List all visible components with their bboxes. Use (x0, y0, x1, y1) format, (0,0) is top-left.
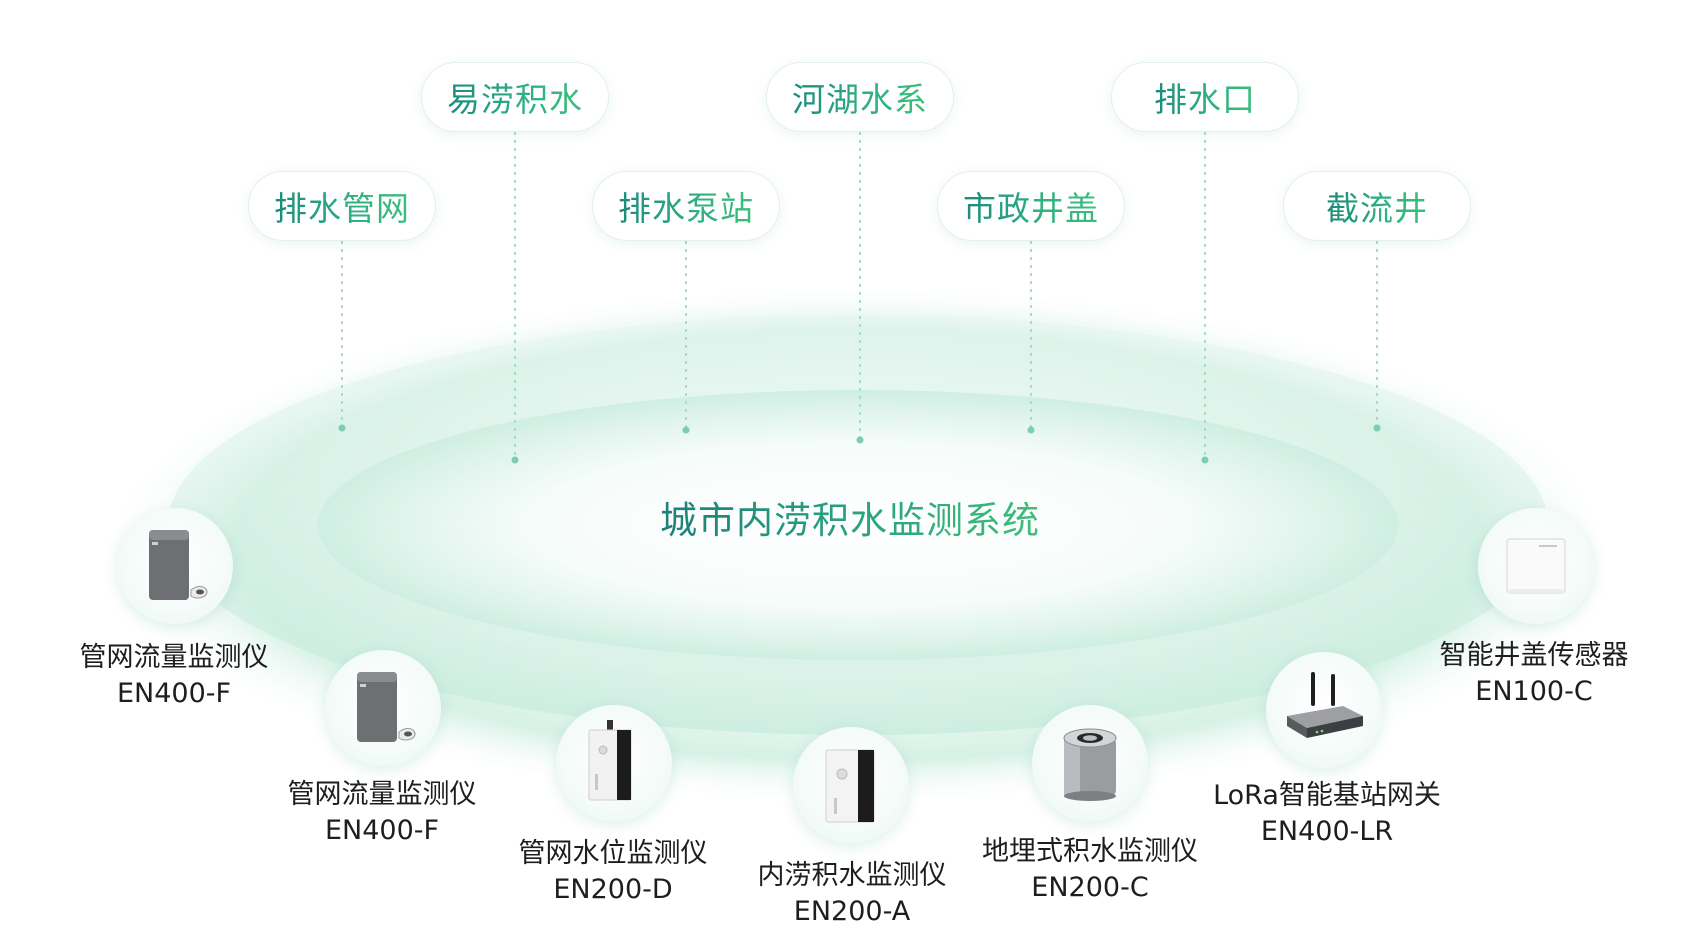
device-model: EN200-D (553, 874, 673, 905)
device-label-7: 智能井盖传感器 EN100-C (1374, 638, 1694, 710)
device-label-6: LoRa智能基站网关 EN400-LR (1167, 778, 1487, 850)
device-name: 智能井盖传感器 (1439, 640, 1629, 671)
device-node-lora-gateway (1266, 652, 1382, 768)
scenario-label: 排水泵站 (618, 182, 754, 230)
water-level-sensor-icon (588, 720, 632, 801)
device-name: LoRa智能基站网关 (1213, 780, 1441, 811)
device-model: EN400-F (116, 678, 232, 709)
device-label-1: 管网流量监测仪 EN400-F (14, 640, 334, 712)
device-node-manhole-sensor (1478, 508, 1594, 624)
device-model: EN200-A (793, 896, 911, 927)
device-model: EN400-F (324, 815, 440, 846)
device-label-3: 管网水位监测仪 EN200-D (453, 836, 773, 908)
device-node-buried-sensor (1032, 705, 1148, 821)
device-model: EN400-LR (1260, 816, 1394, 847)
buried-sensor-icon (1063, 728, 1117, 801)
device-name: 地埋式积水监测仪 (982, 836, 1198, 867)
lora-gateway-icon (1287, 672, 1363, 738)
flow-meter-icon (149, 530, 208, 600)
scenario-pill-rivers-lakes: 河湖水系 (766, 62, 954, 132)
connector-lines (341, 132, 1378, 460)
scenario-label: 排水口 (1154, 73, 1256, 121)
scenario-label: 截流井 (1326, 182, 1428, 230)
device-node-water-level (556, 705, 672, 821)
system-title-text: 城市内涝积水监测系统 (660, 499, 1040, 542)
scenario-label: 排水管网 (274, 182, 410, 230)
device-model: EN100-C (1475, 676, 1593, 707)
waterlogging-sensor-icon (825, 749, 875, 823)
scenario-pill-interception-well: 截流井 (1283, 171, 1471, 241)
scenario-label: 市政井盖 (963, 182, 1099, 230)
device-name: 管网流量监测仪 (79, 642, 269, 673)
device-node-flow-meter-2 (325, 650, 441, 766)
device-node-waterlogging (793, 727, 909, 843)
device-name: 管网水位监测仪 (518, 838, 708, 869)
scenario-label: 易涝积水 (447, 73, 583, 121)
manhole-cover-sensor-icon (1506, 538, 1566, 594)
system-title: 城市内涝积水监测系统 (550, 490, 1150, 544)
scenario-pill-pump-station: 排水泵站 (592, 171, 780, 241)
device-name: 内涝积水监测仪 (757, 860, 947, 891)
device-node-flow-meter-1 (117, 508, 233, 624)
scenario-pill-drainage-network: 排水管网 (248, 171, 436, 241)
scenario-pill-outfall: 排水口 (1111, 62, 1299, 132)
device-model: EN200-C (1031, 872, 1149, 903)
device-label-5: 地埋式积水监测仪 EN200-C (930, 834, 1250, 906)
scenario-pill-waterlogging: 易涝积水 (421, 62, 609, 132)
scenario-pill-manhole-cover: 市政井盖 (937, 171, 1125, 241)
connector-dots (338, 424, 1381, 464)
flow-meter-icon (357, 672, 416, 742)
device-name: 管网流量监测仪 (287, 779, 477, 810)
device-label-2: 管网流量监测仪 EN400-F (222, 777, 542, 849)
scenario-label: 河湖水系 (792, 73, 928, 121)
device-label-4: 内涝积水监测仪 EN200-A (692, 858, 1012, 930)
inner-disc (318, 390, 1398, 660)
